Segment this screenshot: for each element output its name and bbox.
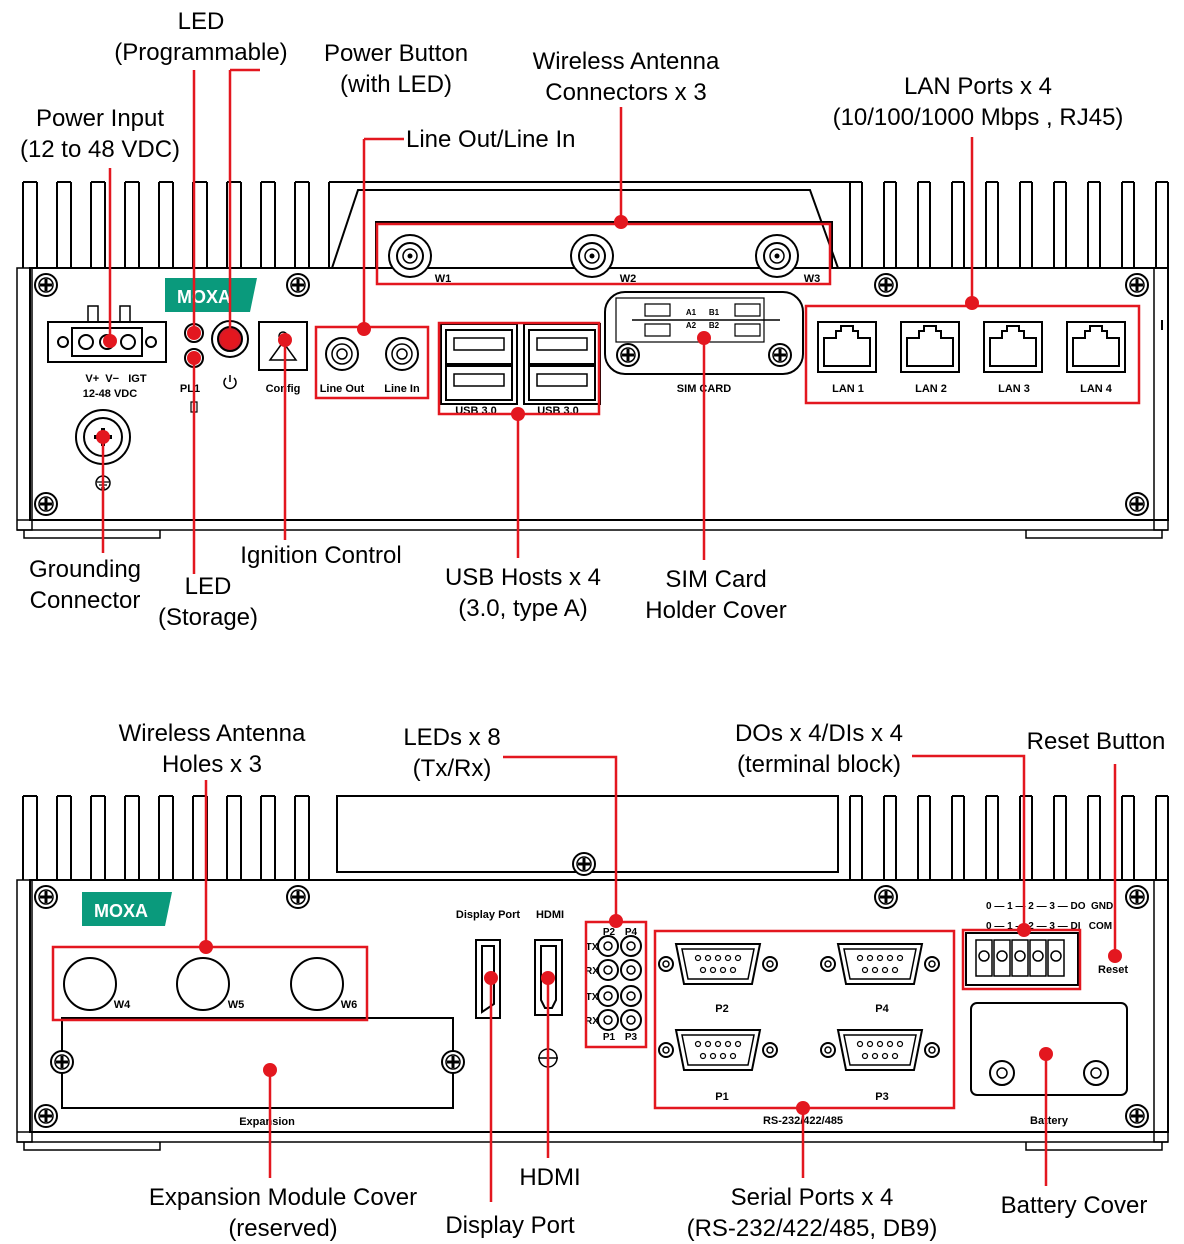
front-moxa-logo: MOXA <box>165 278 257 312</box>
callout-battery-cover: Battery Cover <box>1000 1192 1148 1219</box>
screw-icon <box>285 272 311 298</box>
front-heatsink-fins-right <box>849 182 1169 268</box>
sim-a2-label: A2 <box>686 321 697 330</box>
screw-icon <box>1124 491 1150 517</box>
screw-icon <box>873 272 899 298</box>
screw-icon <box>571 851 597 877</box>
rx-label: RX <box>585 966 599 977</box>
callout-reset-button: Reset Button <box>1026 728 1166 755</box>
callout-dio: DOs x 4/DIs x 4(terminal block) <box>734 720 904 778</box>
callout-usb-hosts: USB Hosts x 4(3.0, type A) <box>444 564 602 622</box>
w5-label: W5 <box>228 999 245 1011</box>
tx-label: TX <box>586 992 599 1003</box>
front-callout-dots <box>96 215 979 444</box>
reset-label: Reset <box>1098 964 1128 976</box>
led-p2-label: P2 <box>603 927 616 938</box>
callout-line-out-in: Line Out/Line In <box>406 126 576 153</box>
power-pin-labels: V+ V− IGT <box>85 373 146 385</box>
lan1-label: LAN 1 <box>832 383 864 395</box>
sim-b2-label: B2 <box>709 321 720 330</box>
callout-serial-ports: Serial Ports x 4(RS-232/422/485, DB9) <box>686 1184 938 1242</box>
display-port-label: Display Port <box>456 909 521 921</box>
do-row-label: 0 — 1 — 2 — 3 — DO GND <box>986 901 1113 912</box>
di-row-label: 0 — 1 — 2 — 3 — DI COM <box>986 921 1112 932</box>
lan2-label: LAN 2 <box>915 383 947 395</box>
pl1-label: PL1 <box>180 383 200 395</box>
screw-icon <box>1124 884 1150 910</box>
screw-icon <box>440 1049 466 1075</box>
serial-p1-label: P1 <box>715 1091 728 1103</box>
callout-display-port: Display Port <box>445 1212 575 1239</box>
screw-icon <box>33 272 59 298</box>
screw-icon <box>33 491 59 517</box>
screw-icon <box>1124 272 1150 298</box>
rear-callout-dots <box>199 914 1122 1115</box>
rear-moxa-logo: MOXA <box>82 892 172 926</box>
line-out-label: Line Out <box>320 383 365 395</box>
led-p4-label: P4 <box>625 927 638 938</box>
screw-icon <box>33 884 59 910</box>
screw-icon <box>49 1049 75 1075</box>
serial-p2-label: P2 <box>715 1003 728 1015</box>
callout-ignition-control: Ignition Control <box>240 542 402 569</box>
front-callouts <box>101 68 1141 574</box>
callout-led-storage: LED(Storage) <box>157 573 259 631</box>
callout-power-input: Power Input(12 to 48 VDC) <box>19 105 181 163</box>
callout-led-programmable: LED(Programmable) <box>114 8 288 66</box>
callout-lan-ports: LAN Ports x 4(10/100/1000 Mbps , RJ45) <box>832 73 1124 131</box>
callout-hdmi: HDMI <box>519 1164 581 1191</box>
antenna-holes-rear <box>63 957 344 1011</box>
w4-label: W4 <box>114 999 131 1011</box>
callout-expansion-cover: Expansion Module Cover(reserved) <box>148 1184 418 1242</box>
svg-text:MOXA: MOXA <box>94 901 148 921</box>
screw-icon <box>873 884 899 910</box>
lan4-label: LAN 4 <box>1080 383 1113 395</box>
w3-label: W3 <box>804 273 821 285</box>
led-p1-label: P1 <box>603 1032 616 1043</box>
sim-a1-label: A1 <box>686 308 697 317</box>
power-voltage-label: 12-48 VDC <box>83 388 137 400</box>
callout-power-button: Power Button(with LED) <box>323 40 469 98</box>
expansion-label: Expansion <box>239 1116 295 1128</box>
svg-text:MOXA: MOXA <box>177 287 231 307</box>
led-p3-label: P3 <box>625 1032 638 1043</box>
w1-label: W1 <box>435 273 452 285</box>
front-heatsink-fins-left <box>22 182 330 268</box>
dio-terminal-block <box>965 932 1079 986</box>
serial-p3-label: P3 <box>875 1091 888 1103</box>
screw-icon <box>1124 1103 1150 1129</box>
lan3-label: LAN 3 <box>998 383 1030 395</box>
sim-b1-label: B1 <box>709 308 720 317</box>
rear-callouts <box>51 754 1117 1202</box>
battery-label: Battery <box>1030 1115 1069 1127</box>
serial-p4-label: P4 <box>875 1003 889 1015</box>
config-label: Config <box>266 383 301 395</box>
hdmi-label: HDMI <box>536 909 564 921</box>
w6-label: W6 <box>341 999 358 1011</box>
screw-icon <box>285 884 311 910</box>
audio-jacks <box>325 337 419 371</box>
screw-icon <box>33 1103 59 1129</box>
line-in-label: Line In <box>384 383 420 395</box>
callout-leds: LEDs x 8(Tx/Rx) <box>403 724 501 782</box>
tx-label: TX <box>586 942 599 953</box>
rx-label: RX <box>585 1016 599 1027</box>
power-icon <box>223 375 237 390</box>
w2-label: W2 <box>620 273 637 285</box>
